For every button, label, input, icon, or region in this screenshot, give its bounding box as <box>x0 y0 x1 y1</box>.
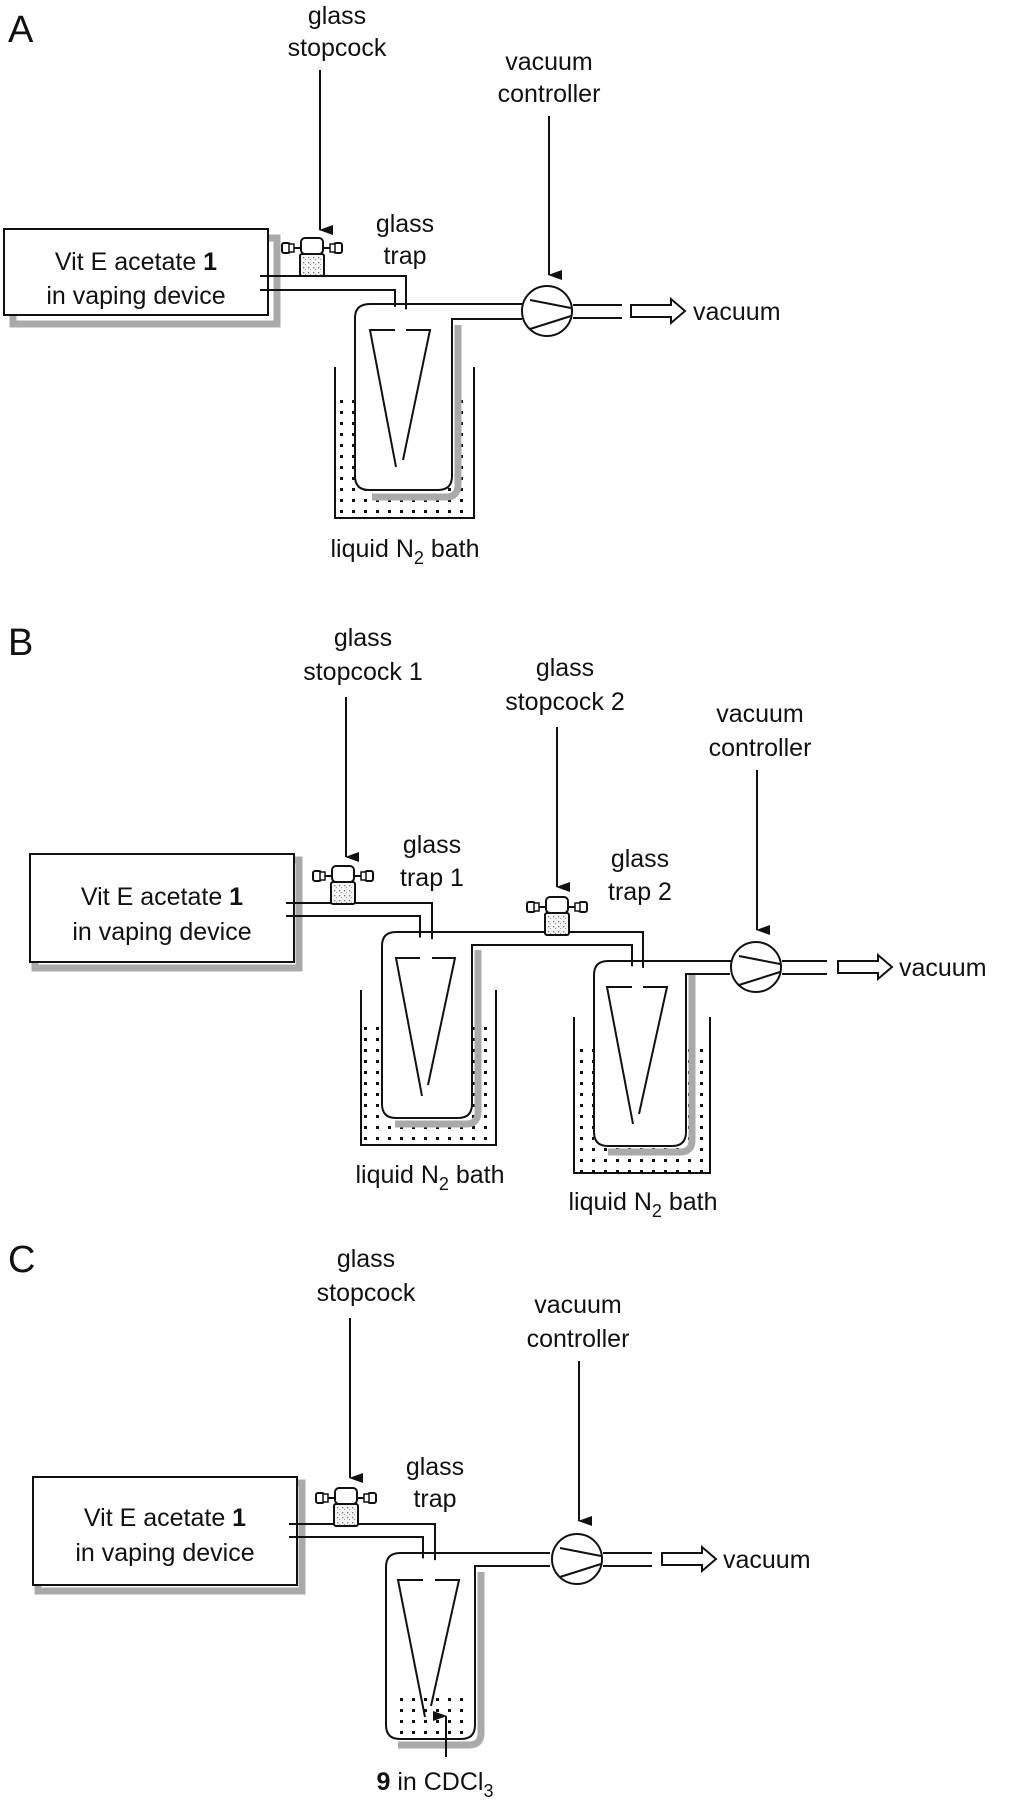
trap-2-vessel <box>593 960 730 1147</box>
stopcock-label: stopcock <box>288 34 387 62</box>
stopcock-label: stopcock <box>317 1279 416 1307</box>
source-label-line1: Vit E acetate 1 <box>84 1504 246 1532</box>
vacuum-arrow-icon <box>661 1546 717 1572</box>
stopcock-label: glass <box>337 1245 395 1273</box>
panel-letter-a: A <box>8 9 34 51</box>
stopcock-2-label: glass <box>536 654 594 682</box>
vacuum-arrow-icon <box>837 954 893 980</box>
bath-2-label: liquid N2 bath <box>569 1188 718 1221</box>
controller-label: controller <box>527 1325 630 1353</box>
dewar-bath-1 <box>360 990 497 1146</box>
trap-2-label: trap 2 <box>608 878 672 906</box>
stopcock-2-icon[interactable] <box>526 896 588 936</box>
stopcock-icon[interactable] <box>281 237 343 277</box>
trap-label: glass <box>376 210 434 238</box>
dewar-bath-2 <box>573 1017 711 1174</box>
trap-1-cone <box>394 957 457 1097</box>
source-label-line1: Vit E acetate 1 <box>81 883 243 911</box>
source-label-line2: in vaping device <box>75 1539 254 1567</box>
stopcock-1-label: glass <box>334 624 392 652</box>
panel-a: A Vit E acetate 1 in vaping device glass… <box>3 2 781 568</box>
trap-1-label: glass <box>403 831 461 859</box>
trap-label: glass <box>406 1453 464 1481</box>
bath-label: liquid N2 bath <box>331 535 480 568</box>
controller-label: vacuum <box>534 1291 622 1319</box>
trap-label: trap <box>383 242 426 270</box>
stopcock-icon[interactable] <box>315 1487 377 1527</box>
trap-1-vessel <box>381 931 545 1119</box>
controller-label: vacuum <box>716 700 804 728</box>
bath-1-label: liquid N2 bath <box>356 1161 505 1194</box>
source-label-line2: in vaping device <box>46 282 225 310</box>
trap-cone <box>368 329 432 468</box>
vacuum-arrow-icon <box>630 298 686 324</box>
stopcock-label: glass <box>308 2 366 30</box>
vacuum-pump-icon[interactable] <box>521 285 573 337</box>
vacuum-pump-icon[interactable] <box>730 941 782 993</box>
panel-letter-b: B <box>8 622 33 664</box>
controller-label: controller <box>709 734 812 762</box>
stopcock-1-label: stopcock 1 <box>303 658 423 686</box>
trap-vessel <box>385 1552 550 1740</box>
vaping-device-box: Vit E acetate 1 in vaping device <box>3 228 281 328</box>
vaping-device-box: Vit E acetate 1 in vaping device <box>32 1476 306 1595</box>
stopcock-1-icon[interactable] <box>312 865 374 905</box>
dewar-bath <box>334 367 475 519</box>
stopcock-2-label: stopcock 2 <box>505 688 625 716</box>
controller-label: controller <box>498 80 601 108</box>
trap-1-label: trap 1 <box>400 864 464 892</box>
panel-b: B Vit E acetate 1 in vaping device glass… <box>8 622 987 1221</box>
contents-label: 9 in CDCl3 <box>377 1768 494 1800</box>
vacuum-label: vacuum <box>693 298 781 326</box>
vacuum-pump-icon[interactable] <box>551 1533 603 1585</box>
vacuum-label: vacuum <box>899 954 987 982</box>
vacuum-label: vacuum <box>723 1546 811 1574</box>
vaping-device-box: Vit E acetate 1 in vaping device <box>29 853 303 972</box>
trap-vessel <box>354 303 522 491</box>
trap-2-cone <box>605 986 669 1125</box>
trap-2-label: glass <box>611 845 669 873</box>
trap-label: trap <box>413 1485 456 1513</box>
source-label-line2: in vaping device <box>72 918 251 946</box>
panel-letter-c: C <box>8 1239 35 1281</box>
trap-cone <box>396 1579 461 1718</box>
controller-label: vacuum <box>505 48 593 76</box>
source-label-line1: Vit E acetate 1 <box>55 248 217 276</box>
panel-c: C Vit E acetate 1 in vaping device glass… <box>8 1239 811 1800</box>
